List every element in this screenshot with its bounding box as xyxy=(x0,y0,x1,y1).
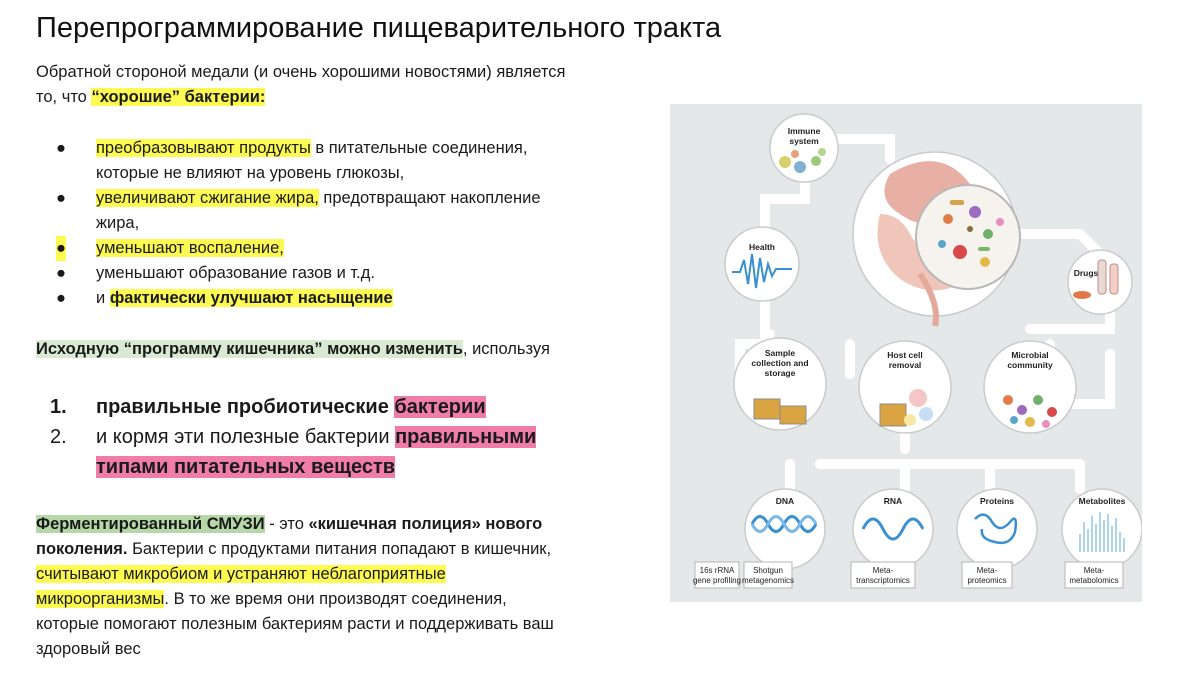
tag-label: metabolomics xyxy=(1069,576,1118,585)
benefits-list: ● преобразовывают продукты в питательные… xyxy=(36,136,646,311)
bullet-marker: ● xyxy=(56,189,66,207)
bullet-text: в питательные соединения, xyxy=(310,139,528,157)
tag-label: gene profiling xyxy=(693,576,741,585)
bullet-marker: ● xyxy=(56,289,66,307)
sample-label: storage xyxy=(765,368,796,378)
list-item: ● и фактически улучшают насыщение xyxy=(36,286,646,311)
gut-node xyxy=(852,151,1021,327)
microbiome-figure: Immune system Health xyxy=(670,104,1142,602)
list-item: ● увеличивают сжигание жира, предотвраща… xyxy=(36,186,646,236)
immune-system-node: Immune system xyxy=(769,113,839,183)
bullet-highlight: уменьшают воспаление, xyxy=(96,239,284,257)
step-highlight: правильными xyxy=(395,426,537,448)
good-bacteria-highlight: “хорошие” бактерии: xyxy=(91,88,266,106)
immune-label: Immune xyxy=(788,126,821,136)
metabolites-label: Metabolites xyxy=(1079,496,1126,506)
drugs-node: Drugs xyxy=(1067,249,1133,315)
list-item: ● уменьшают воспаление, xyxy=(36,236,646,261)
smoothie-dash: - это xyxy=(264,515,309,533)
tag-label: proteomics xyxy=(967,576,1006,585)
tag-label: Shotgun xyxy=(753,566,783,575)
sample-label: Sample xyxy=(765,348,796,358)
smoothie-highlight: Ферментированный СМУЗИ xyxy=(36,515,265,533)
health-label: Health xyxy=(749,242,775,252)
step-number: 2. xyxy=(50,426,67,448)
tag-label: Meta- xyxy=(977,566,998,575)
tag-label: 16s rRNA xyxy=(700,566,735,575)
bullet-prefix: и xyxy=(96,289,110,307)
bullet-continuation: которые не влияют на уровень глюкозы, xyxy=(96,164,405,182)
bullet-continuation: жира, xyxy=(96,214,140,232)
sample-collection-node: Sample collection and storage xyxy=(733,337,827,431)
immune-label: system xyxy=(789,136,819,146)
step-text: правильные пробиотические xyxy=(96,396,395,418)
steps-list: 1. правильные пробиотические бактерии 2.… xyxy=(36,392,646,482)
method-tags: 16s rRNA gene profiling Shotgun metageno… xyxy=(693,561,1124,589)
program-highlight: Исходную “программу кишечника” можно изм… xyxy=(36,340,463,358)
dna-label: DNA xyxy=(776,496,794,506)
page-title: Перепрограммирование пищеварительного тр… xyxy=(36,12,722,44)
smoothie-highlight-yellow: микроорганизмы xyxy=(36,590,165,608)
microbial-community-node: Microbial community xyxy=(983,340,1077,434)
bullet-text: предотвращают накопление xyxy=(318,189,541,207)
list-item: ● уменьшают образование газов и т.д. xyxy=(36,261,646,286)
microbial-label: community xyxy=(1007,360,1053,370)
proteins-node: Proteins xyxy=(956,488,1038,570)
drugs-label: Drugs xyxy=(1074,268,1099,278)
smoothie-paragraph: Ферментированный СМУЗИ - это «кишечная п… xyxy=(36,512,646,662)
smoothie-text: которые помогают полезным бактериям раст… xyxy=(36,615,554,633)
text-column: Обратной стороной медали (и очень хороши… xyxy=(36,60,646,662)
smoothie-bold: поколения. xyxy=(36,540,128,558)
intro-paragraph: Обратной стороной медали (и очень хороши… xyxy=(36,60,646,110)
microbiome-diagram: Immune system Health xyxy=(693,113,1142,589)
bullet-highlight: увеличивают сжигание жира, xyxy=(96,189,319,207)
tag-label: transcriptomics xyxy=(856,576,910,585)
step-highlight: типами питательных веществ xyxy=(96,456,396,478)
program-paragraph: Исходную “программу кишечника” можно изм… xyxy=(36,337,646,362)
rna-label: RNA xyxy=(884,496,902,506)
smoothie-text: здоровый вес xyxy=(36,640,141,658)
bullet-marker: ● xyxy=(56,236,66,261)
list-item: 2. и кормя эти полезные бактерии правиль… xyxy=(36,422,646,482)
tag-label: metagenomics xyxy=(742,576,794,585)
bullet-highlight: преобразовывают продукты xyxy=(96,139,311,157)
intro-line-2-prefix: то, что xyxy=(36,88,92,106)
proteins-label: Proteins xyxy=(980,496,1014,506)
bullet-text: уменьшают образование газов и т.д. xyxy=(96,264,375,282)
rna-node: RNA xyxy=(852,488,934,570)
list-item: ● преобразовывают продукты в питательные… xyxy=(36,136,646,186)
hostcell-label: Host cell xyxy=(887,350,922,360)
health-node: Health xyxy=(724,226,800,302)
smoothie-text: . В то же время они производят соединени… xyxy=(164,590,507,608)
bullet-highlight: фактически улучшают насыщение xyxy=(109,289,393,307)
smoothie-bold: «кишечная полиция» нового xyxy=(308,515,543,533)
dna-node: DNA xyxy=(744,488,826,570)
tag-label: Meta- xyxy=(873,566,894,575)
host-cell-removal-node: Host cell removal xyxy=(858,340,952,434)
bullet-marker: ● xyxy=(56,139,66,157)
sample-label: collection and xyxy=(751,358,808,368)
metabolites-node: Metabolites xyxy=(1061,488,1142,570)
program-rest: , используя xyxy=(462,340,550,358)
bullet-marker: ● xyxy=(56,264,66,282)
microbial-label: Microbial xyxy=(1011,350,1048,360)
tag-label: Meta- xyxy=(1084,566,1105,575)
intro-line-1: Обратной стороной медали (и очень хороши… xyxy=(36,63,566,81)
smoothie-text: Бактерии с продуктами питания попадают в… xyxy=(127,540,552,558)
step-text: и кормя эти полезные бактерии xyxy=(96,426,396,448)
hostcell-label: removal xyxy=(889,360,922,370)
list-item: 1. правильные пробиотические бактерии xyxy=(36,392,646,422)
step-number: 1. xyxy=(50,396,67,418)
smoothie-highlight-yellow: считывают микробиом и устраняют неблагоп… xyxy=(36,565,446,583)
step-highlight: бактерии xyxy=(394,396,486,418)
